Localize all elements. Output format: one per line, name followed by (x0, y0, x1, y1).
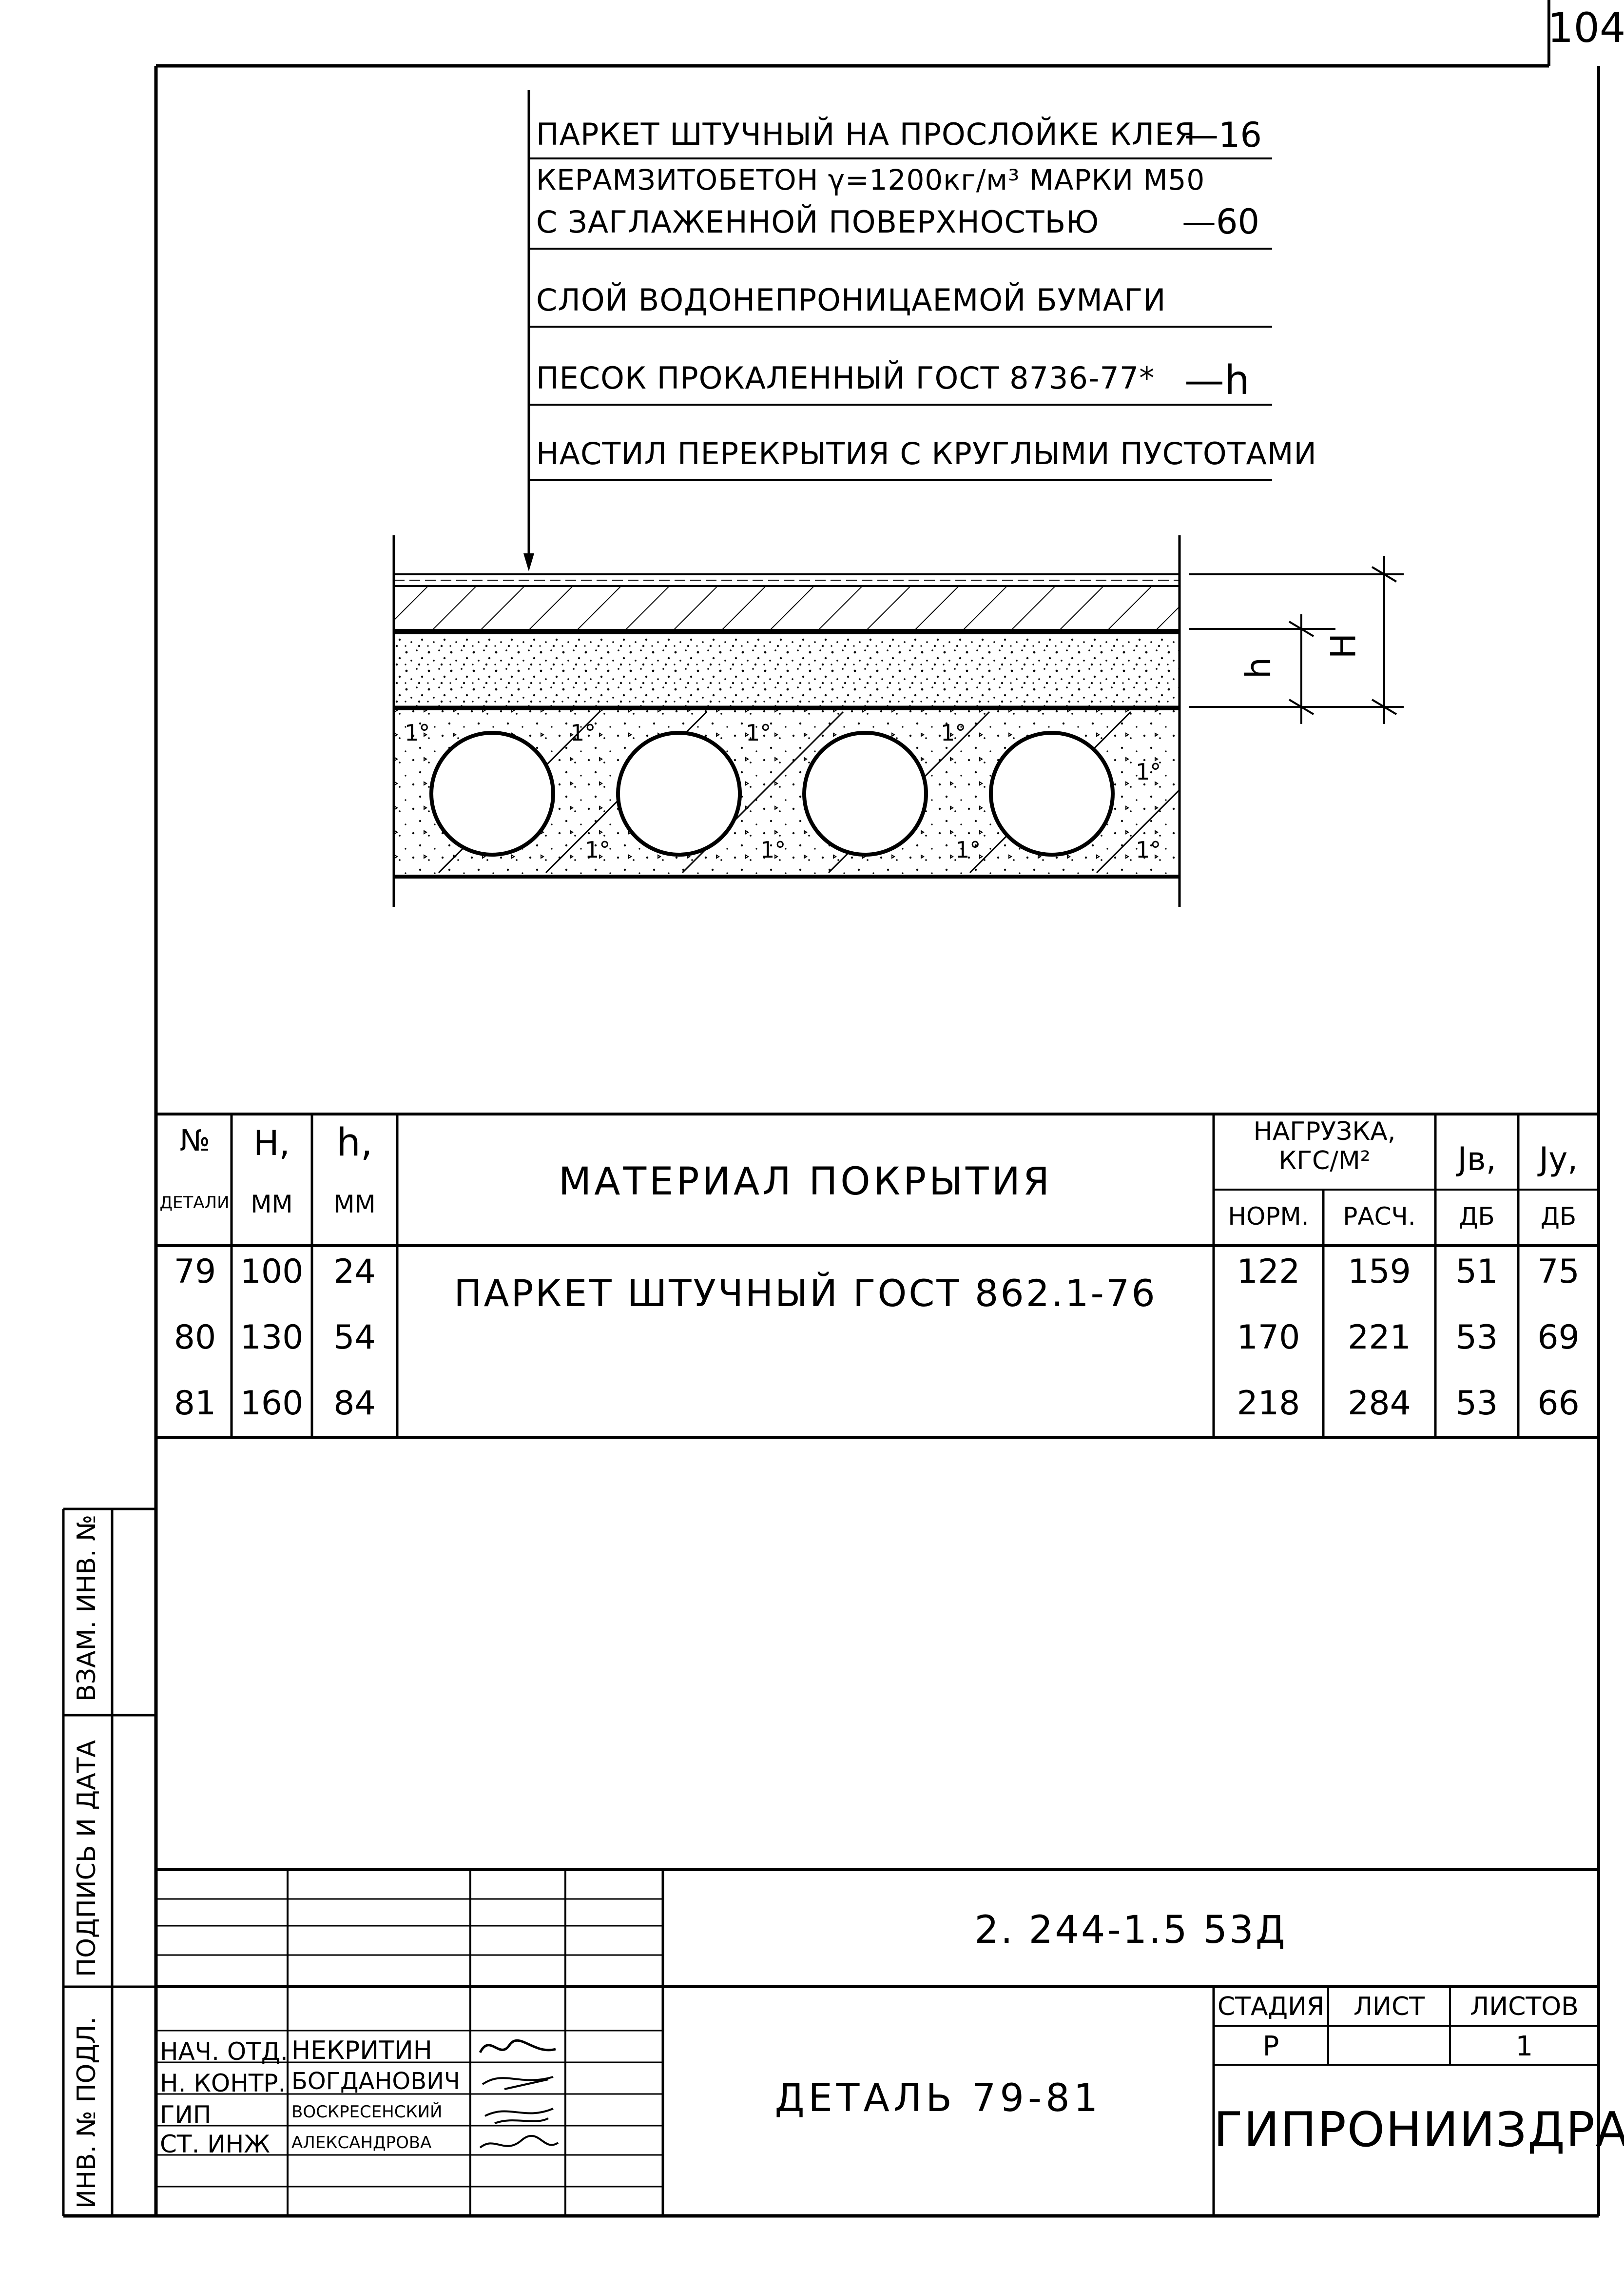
cell-norm: 122 (1237, 1252, 1300, 1291)
layer-value-concrete: —60 (1182, 202, 1260, 242)
slab-mark: 1° (585, 837, 611, 863)
layer-label-sand: ПЕСОК ПРОКАЛЕННЫЙ ГОСТ 8736-77* (536, 360, 1155, 396)
staff-role: СТ. ИНЖ (160, 2130, 271, 2158)
header-calc: РАСЧ. (1343, 1202, 1416, 1231)
stage-label: СТАДИЯ (1217, 1992, 1325, 2021)
cell-detail-no: 81 (174, 1384, 216, 1423)
dimension-h-label: h (1238, 657, 1279, 679)
header-jy: Jу, (1539, 1140, 1578, 1178)
cell-h: 84 (333, 1384, 376, 1423)
cell-calc: 284 (1348, 1384, 1411, 1423)
staff-name: ВОСКРЕСЕНСКИЙ (291, 2102, 443, 2122)
slab-mark: 1° (1136, 759, 1161, 785)
layer-label-concrete-surface: С ЗАГЛАЖЕННОЙ ПОВЕРХНОСТЬЮ (536, 204, 1100, 240)
staff-name: АЛЕКСАНДРОВА (291, 2133, 432, 2152)
organization-name: ГИПРОНИИЗДРАВ (1214, 2102, 1624, 2158)
header-H: Н, (253, 1123, 290, 1163)
document-code: 2. 244-1.5 53Д (974, 1908, 1287, 1952)
header-jv: Jв, (1457, 1140, 1496, 1178)
side-label-sign-date: ПОДПИСЬ И ДАТА (72, 1740, 101, 1977)
page-number: 104 (1547, 4, 1624, 52)
sheets-value: 1 (1515, 2031, 1533, 2062)
slab-mark: 1° (941, 720, 967, 746)
cell-h: 24 (333, 1252, 376, 1291)
staff-name: НЕКРИТИН (291, 2036, 432, 2065)
header-h-unit: ММ (333, 1190, 376, 1218)
side-label-inv-sub: ВЗАМ. ИНВ. № (72, 1514, 101, 1702)
layer-value-parquet: —16 (1184, 115, 1262, 155)
title-block-grid (156, 1868, 1599, 2216)
staff-role: Н. КОНТР. (160, 2069, 286, 2097)
staff-role: НАЧ. ОТД. (160, 2037, 288, 2066)
staff-role: ГИП (160, 2101, 212, 2129)
signature-marks (479, 2039, 559, 2149)
header-load-unit: КГС/М² (1278, 1146, 1371, 1175)
slab-mark: 1° (746, 720, 772, 746)
cell-H: 160 (240, 1384, 304, 1423)
cell-norm: 170 (1237, 1318, 1300, 1357)
load-table-grid (156, 1113, 1599, 1439)
material-text: ПАРКЕТ ШТУЧНЫЙ ГОСТ 862.1-76 (454, 1272, 1157, 1315)
side-stamp-grid (62, 1507, 156, 2216)
slab-mark: 1° (955, 837, 981, 863)
layer-label-parquet: ПАРКЕТ ШТУЧНЫЙ НА ПРОСЛОЙКЕ КЛЕЯ (536, 117, 1196, 152)
layer-label-concrete: КЕРАМЗИТОБЕТОН γ=1200кг/м³ МАРКИ М50 (536, 163, 1205, 196)
cell-jy: 66 (1537, 1384, 1580, 1423)
cell-detail-no: 79 (174, 1252, 216, 1291)
cell-jv: 53 (1455, 1384, 1498, 1423)
side-label-inv-orig: ИНВ. № ПОДЛ. (72, 2016, 101, 2209)
header-jv-unit: ДБ (1459, 1202, 1495, 1231)
cell-jv: 53 (1455, 1318, 1498, 1357)
cell-calc: 221 (1348, 1318, 1411, 1357)
header-detail-no: № (179, 1124, 211, 1158)
header-H-unit: ММ (251, 1190, 293, 1218)
layer-label-paper: СЛОЙ ВОДОНЕПРОНИЦАЕМОЙ БУМАГИ (536, 282, 1166, 318)
header-detail-no-sub: ДЕТАЛИ (159, 1193, 230, 1213)
staff-name: БОГДАНОВИЧ (291, 2068, 460, 2095)
header-load: НАГРУЗКА, (1253, 1117, 1396, 1146)
floor-section (392, 535, 1404, 907)
header-h: h, (336, 1121, 373, 1165)
layer-label-slab: НАСТИЛ ПЕРЕКРЫТИЯ С КРУГЛЫМИ ПУСТОТАМИ (536, 436, 1317, 471)
stage-value: Р (1262, 2031, 1279, 2062)
header-norm: НОРМ. (1228, 1202, 1309, 1231)
slab-mark: 1° (760, 837, 786, 863)
cell-detail-no: 80 (174, 1318, 216, 1357)
cell-jv: 51 (1455, 1252, 1498, 1291)
cell-jy: 69 (1537, 1318, 1580, 1357)
sheets-label: ЛИСТОВ (1470, 1992, 1579, 2021)
slab-mark: 1° (405, 720, 430, 746)
dimension-H-label: H (1323, 633, 1364, 659)
cell-h: 54 (333, 1318, 376, 1357)
slab-mark: 1° (1136, 837, 1161, 863)
sheet-label: ЛИСТ (1353, 1992, 1425, 2021)
slab-mark: 1° (570, 720, 596, 746)
cell-jy: 75 (1537, 1252, 1580, 1291)
cell-H: 130 (240, 1318, 304, 1357)
header-jy-unit: ДБ (1540, 1202, 1577, 1231)
drawing-title: ДЕТАЛЬ 79-81 (774, 2076, 1102, 2120)
layer-value-sand: —h (1184, 357, 1250, 404)
cell-norm: 218 (1237, 1384, 1300, 1423)
cell-H: 100 (240, 1252, 304, 1291)
cell-calc: 159 (1348, 1252, 1411, 1291)
header-material: МАТЕРИАЛ ПОКРЫТИЯ (558, 1160, 1053, 1204)
